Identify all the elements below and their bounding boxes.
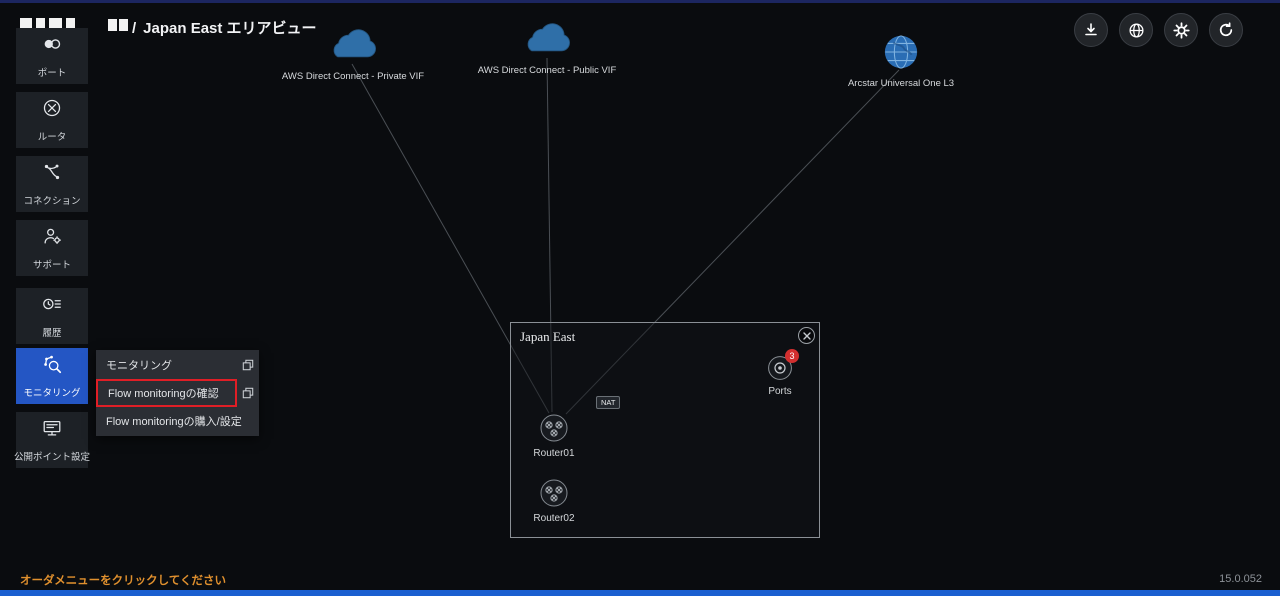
globe-node-icon: [882, 33, 920, 76]
version-label: 15.0.052: [1219, 573, 1262, 585]
refresh-button[interactable]: [1209, 13, 1243, 47]
port-icon: [41, 33, 63, 60]
router-node-icon: NAT: [539, 396, 621, 448]
sidebar-item-support[interactable]: サポート: [16, 220, 88, 276]
ports-count-badge: 3: [785, 349, 799, 363]
sidebar-item-label: 履歴: [42, 328, 62, 339]
page-title: Japan East エリアビュー: [143, 20, 317, 37]
sidebar-item-port[interactable]: ポート: [16, 28, 88, 84]
sidebar-item-label: ルータ: [37, 132, 67, 143]
menu-item-flow-monitoring-check[interactable]: Flow monitoringの確認: [96, 379, 259, 407]
node-ports[interactable]: 3 Ports: [751, 349, 809, 397]
open-in-window-icon[interactable]: [237, 387, 259, 399]
cloud-icon: [324, 28, 382, 69]
order-menu-hint: オーダメニューをクリックしてください: [20, 575, 226, 587]
globe-button[interactable]: [1119, 13, 1153, 47]
monitoring-context-menu: モニタリング Flow monitoringの確認 Flow monitorin…: [96, 350, 259, 436]
sidebar-item-monitoring[interactable]: モニタリング: [16, 348, 88, 404]
sidebar-item-connection[interactable]: コネクション: [16, 156, 88, 212]
globe-icon: [1128, 22, 1145, 39]
top-accent-line: [0, 0, 1280, 3]
sidebar-item-label: モニタリング: [23, 388, 81, 399]
router-node-icon: [539, 478, 569, 513]
breadcrumb: / Japan East エリアビュー: [132, 17, 317, 38]
japan-east-group: Japan East 3 Ports NAT Router01 Route: [510, 322, 820, 538]
node-router01[interactable]: NAT Router01: [524, 396, 621, 459]
support-person-gear-icon: [41, 225, 63, 252]
refresh-icon: [1218, 22, 1234, 38]
sidebar-item-label: 公開ポイント設定: [14, 452, 91, 463]
breadcrumb-separator: /: [132, 20, 137, 37]
sidebar-item-history[interactable]: 履歴: [16, 288, 88, 344]
connection-icon: [41, 161, 63, 188]
nat-tag: NAT: [596, 396, 621, 409]
sidebar-item-public-point-settings[interactable]: 公開ポイント設定: [14, 412, 91, 468]
node-label: AWS Direct Connect - Private VIF: [281, 71, 425, 82]
node-label: Ports: [768, 386, 792, 397]
node-label: AWS Direct Connect - Public VIF: [477, 65, 617, 76]
gear-icon: [1172, 21, 1190, 39]
history-clock-icon: [41, 293, 63, 320]
cloud-icon: [518, 22, 576, 63]
ports-icon: 3: [767, 349, 799, 386]
node-label: Arcstar Universal One L3: [847, 78, 955, 89]
link-public-vif-router01: [546, 57, 553, 413]
link-arcstar-router01: [565, 69, 900, 415]
menu-item-label: モニタリング: [106, 360, 172, 372]
bottom-status-bar: [0, 590, 1280, 596]
node-router02[interactable]: Router02: [524, 478, 584, 524]
menu-item-flow-monitoring-purchase[interactable]: Flow monitoringの購入/設定: [96, 407, 259, 435]
sidebar-item-label: サポート: [32, 260, 71, 271]
group-title: Japan East: [520, 329, 576, 344]
node-label: Router01: [533, 448, 575, 459]
open-in-window-icon[interactable]: [237, 359, 259, 371]
node-label: Router02: [533, 513, 575, 524]
node-aws-direct-connect-public-vif[interactable]: AWS Direct Connect - Public VIF: [477, 22, 617, 76]
menu-item-monitoring[interactable]: モニタリング: [96, 351, 259, 379]
router-icon: [41, 97, 63, 124]
app-logo: [20, 18, 75, 31]
menu-item-label: Flow monitoringの確認: [96, 379, 237, 407]
settings-button[interactable]: [1164, 13, 1198, 47]
menu-item-label: Flow monitoringの購入/設定: [106, 416, 242, 428]
sidebar-item-router[interactable]: ルータ: [16, 92, 88, 148]
download-button[interactable]: [1074, 13, 1108, 47]
close-icon[interactable]: [798, 327, 815, 344]
node-aws-direct-connect-private-vif[interactable]: AWS Direct Connect - Private VIF: [281, 28, 425, 82]
sidebar-item-label: コネクション: [23, 196, 81, 207]
breadcrumb-home-icon[interactable]: [108, 19, 128, 31]
node-arcstar-universal-one-l3[interactable]: Arcstar Universal One L3: [841, 33, 961, 89]
link-private-vif-router01: [351, 63, 550, 414]
sidebar-item-label: ポート: [37, 68, 67, 79]
download-icon: [1083, 22, 1099, 38]
monitoring-search-icon: [41, 353, 63, 380]
monitor-icon: [41, 417, 63, 444]
